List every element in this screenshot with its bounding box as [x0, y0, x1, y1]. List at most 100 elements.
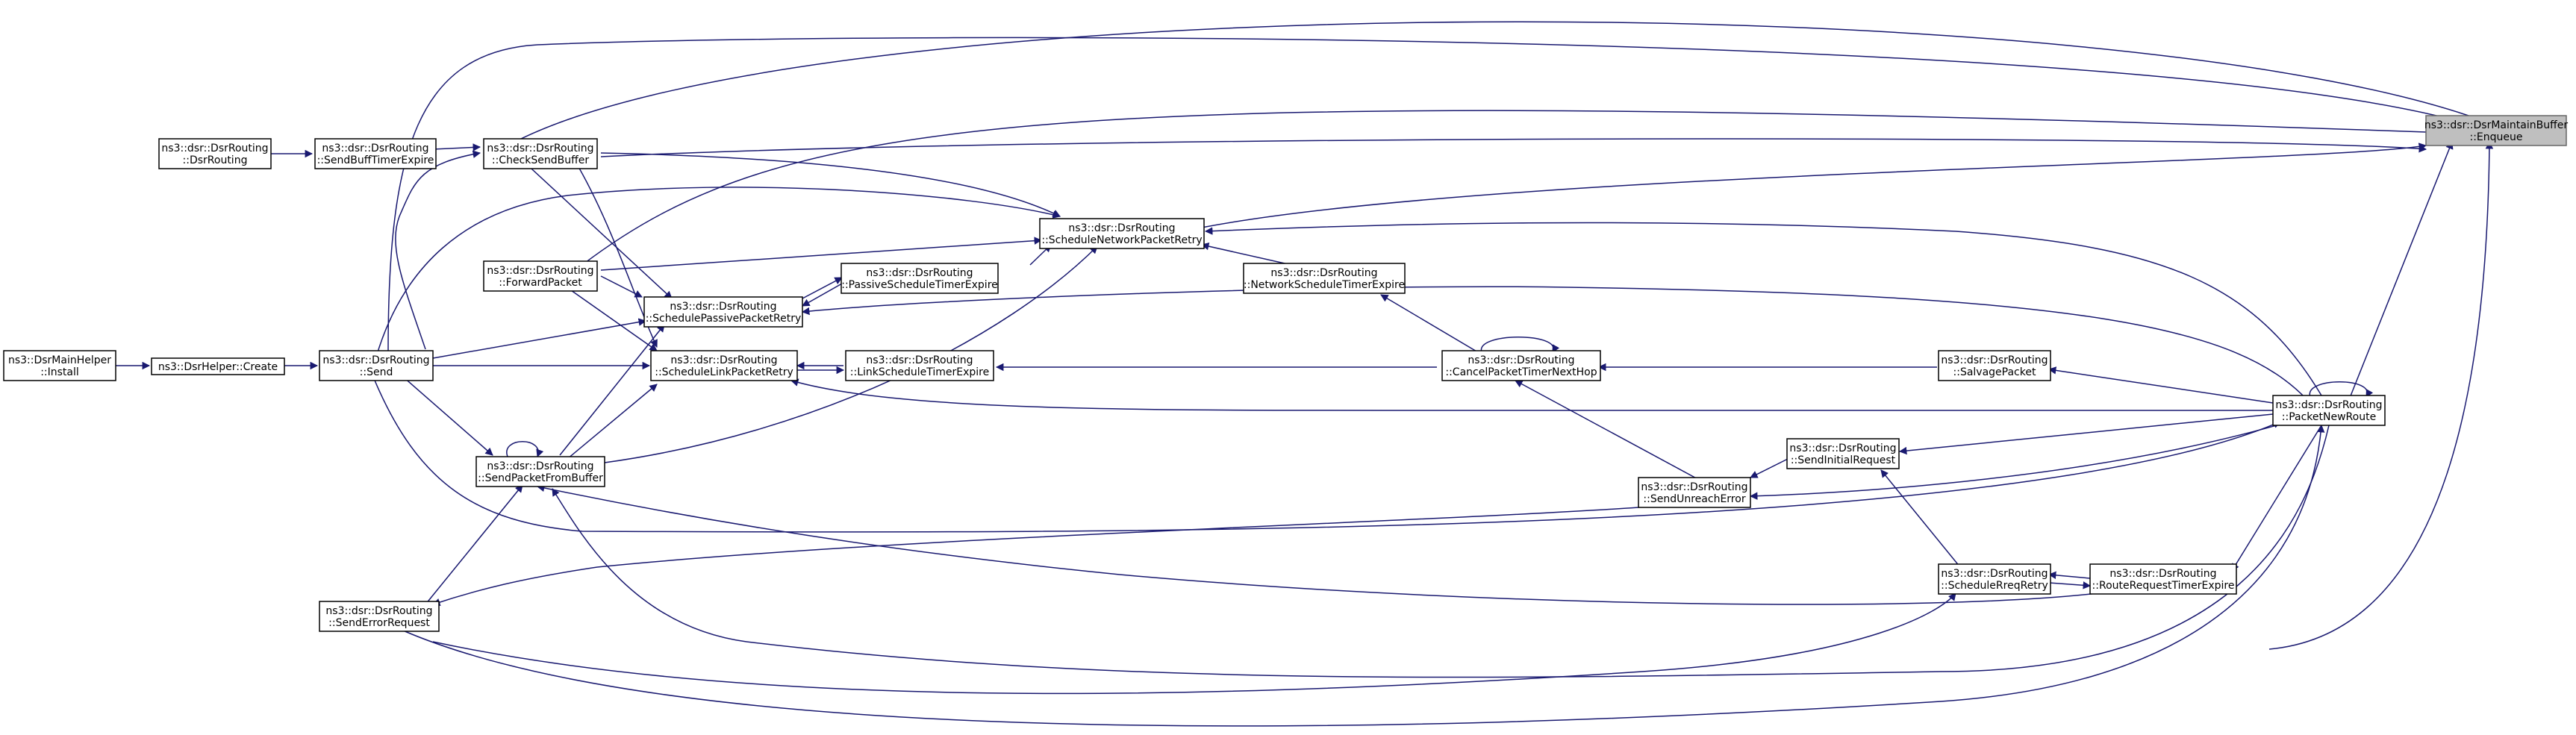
node-label-line: ns3::dsr::DsrMaintainBuffer	[2424, 119, 2568, 131]
node-install[interactable]: ns3::DsrMainHelper::Install	[3, 350, 116, 381]
edge-sendbufftimerexpire-to-checksendbuffer	[432, 143, 481, 151]
node-label-line: ns3::DsrMainHelper	[8, 354, 111, 366]
node-label-line: ns3::dsr::DsrRouting	[487, 143, 593, 154]
edge-forwardpacket-to-schedulelinkpacketretry	[555, 279, 658, 351]
edge-checksendbuffer-to-schedulepassivepacketretry	[522, 160, 673, 299]
node-label-line: ::CancelPacketTimerNextHop	[1445, 366, 1597, 378]
node-label-line: ::SendPacketFromBuffer	[478, 472, 603, 484]
node-label-line: ::ScheduleRreqRetry	[1941, 580, 2048, 592]
node-dsrrouting[interactable]: ns3::dsr::DsrRouting::DsrRouting	[158, 138, 272, 169]
edge-routerequesttimerexpire-to-schedulerreqretry	[2048, 571, 2091, 580]
edge-checksendbuffer-to-enqueue	[514, 21, 2490, 143]
node-box	[1243, 263, 1406, 294]
node-label-line: ::ScheduleLinkPacketRetry	[655, 366, 793, 378]
node-sendinitialrequest[interactable]: ns3::dsr::DsrRouting::SendInitialRequest	[1786, 438, 1900, 469]
node-label-line: ::Send	[360, 366, 393, 378]
node-box	[1786, 438, 1900, 469]
node-enqueue[interactable]: ns3::dsr::DsrMaintainBuffer::Enqueue	[2424, 115, 2568, 146]
node-label-line: ::RouteRequestTimerExpire	[2092, 580, 2235, 592]
node-box	[1938, 563, 2051, 595]
node-box	[2272, 395, 2386, 426]
edge-forwardpacket-to-schedulenetworkpacketretry	[600, 237, 1043, 271]
node-label-line: ns3::dsr::DsrRouting	[670, 301, 776, 313]
node-box	[483, 138, 598, 169]
edge-send-to-packetnewroute	[372, 376, 2281, 533]
edge-senderrorrequest-to-packetnewroute	[402, 424, 2325, 727]
node-sendpacketfrombuffer[interactable]: ns3::dsr::DsrRouting::SendPacketFromBuff…	[475, 456, 605, 487]
edge-senderrorrequest-to-enqueue	[2268, 140, 2494, 650]
node-box	[319, 601, 440, 632]
edge-packetnewroute-to-sendinitialrequest	[1898, 413, 2274, 455]
edge-senderrorrequest-to-sendpacketfrombuffer	[425, 484, 523, 605]
node-networkscheduletimerexpire[interactable]: ns3::dsr::DsrRouting::NetworkScheduleTim…	[1243, 263, 1406, 294]
node-label-line: ns3::dsr::DsrRouting	[2109, 568, 2216, 580]
node-label-line: ns3::dsr::DsrRouting	[1789, 442, 1896, 454]
node-label-line: ::SendUnreachError	[1643, 493, 1745, 505]
node-label-line: ns3::dsr::DsrRouting	[1941, 568, 2048, 580]
node-label-line: ::SendInitialRequest	[1791, 454, 1896, 466]
edge-sendinitialrequest-to-sendunreacherror	[1750, 458, 1788, 478]
node-salvagepacket[interactable]: ns3::dsr::DsrRouting::SalvagePacket	[1938, 350, 2051, 381]
node-label-line: ::SalvagePacket	[1953, 366, 2036, 378]
node-label-line: ::SendBuffTimerExpire	[317, 154, 434, 166]
node-box	[475, 456, 605, 487]
edge-senderrorrequest-to-schedulerreqretry	[432, 592, 1956, 695]
node-box	[1441, 350, 1601, 381]
node-label-line: ::NetworkScheduleTimerExpire	[1244, 279, 1405, 291]
edge-sendunreacherror-to-cancelpackettimernexthop	[1515, 380, 1703, 482]
node-routerequesttimerexpire[interactable]: ns3::dsr::DsrRouting::RouteRequestTimerE…	[2089, 563, 2237, 595]
node-schedulerreqretry[interactable]: ns3::dsr::DsrRouting::ScheduleRreqRetry	[1938, 563, 2051, 595]
edge-sendpacketfrombuffer-to-schedulepassivepacketretry	[559, 324, 665, 456]
edge-packetnewroute-to-routerequesttimerexpire	[2231, 425, 2322, 572]
node-label-line: ::DsrRouting	[183, 154, 248, 166]
node-label-line: ns3::dsr::DsrRouting	[1068, 222, 1175, 234]
node-label-line: ns3::dsr::DsrRouting	[487, 265, 593, 277]
edge-checksendbuffer-to-schedulenetworkpacketretry	[600, 152, 1061, 217]
edge-sendunreacherror-to-senderrorrequest	[432, 507, 1639, 606]
edge-forwardpacket-to-schedulepassivepacketretry	[600, 275, 643, 298]
edge-packetnewroute-to-schedulelinkpacketretry	[790, 378, 2277, 411]
node-schedulepassivepacketretry[interactable]: ns3::dsr::DsrRouting::SchedulePassivePac…	[643, 296, 803, 328]
node-packetnewroute[interactable]: ns3::dsr::DsrRouting::PacketNewRoute	[2272, 395, 2386, 426]
node-passivescheduletimerexpire[interactable]: ns3::dsr::DsrRouting::PassiveScheduleTim…	[841, 263, 999, 294]
node-label-line: ::PacketNewRoute	[2282, 411, 2376, 423]
node-label-line: ns3::dsr::DsrRouting	[1941, 354, 2048, 366]
node-box	[845, 350, 994, 381]
node-box	[2425, 115, 2567, 146]
node-senderrorrequest[interactable]: ns3::dsr::DsrRouting::SendErrorRequest	[319, 601, 440, 632]
node-create[interactable]: ns3::DsrHelper::Create	[151, 357, 285, 375]
node-linkscheduletimerexpire[interactable]: ns3::dsr::DsrRouting::LinkScheduleTimerE…	[845, 350, 994, 381]
node-box	[151, 357, 285, 375]
node-box	[483, 260, 598, 292]
node-box	[841, 263, 999, 294]
edge-passivescheduletimerexpire-to-schedulepassivepacketretry	[802, 283, 843, 307]
node-box	[1938, 350, 2051, 381]
node-forwardpacket[interactable]: ns3::dsr::DsrRouting::ForwardPacket	[483, 260, 598, 292]
edge-send-to-sendpacketfrombuffer	[402, 376, 493, 456]
edge-networkscheduletimerexpire-to-schedulenetworkpacketretry	[1200, 242, 1292, 266]
node-label-line: ns3::dsr::DsrRouting	[161, 143, 268, 154]
edge-send-to-enqueue	[387, 37, 2490, 351]
node-cancelpackettimernexthop[interactable]: ns3::dsr::DsrRouting::CancelPacketTimerN…	[1441, 350, 1601, 381]
node-label-line: ns3::dsr::DsrRouting	[1641, 481, 1747, 493]
edge-send-to-schedulenetworkpacketretry	[376, 187, 1061, 355]
edge-packetnewroute-to-schedulepassivepacketretry	[801, 286, 2307, 400]
node-send[interactable]: ns3::dsr::DsrRouting::Send	[319, 350, 434, 381]
edge-sendpacketfrombuffer-to-enqueue	[600, 138, 2427, 157]
node-label-line: ns3::DsrHelper::Create	[158, 361, 278, 373]
edge-forwardpacket-to-enqueue	[581, 110, 2491, 266]
edge-packetnewroute-to-enqueue	[2349, 141, 2454, 398]
node-box	[2089, 563, 2237, 595]
nodes-layer: ns3::dsr::DsrMaintainBuffer::Enqueuens3:…	[3, 115, 2568, 632]
node-sendunreacherror[interactable]: ns3::dsr::DsrRouting::SendUnreachError	[1638, 477, 1751, 508]
edge-cancelpackettimernexthop-self	[1481, 337, 1560, 353]
node-sendbufftimerexpire[interactable]: ns3::dsr::DsrRouting::SendBuffTimerExpir…	[314, 138, 437, 169]
node-schedulelinkpacketretry[interactable]: ns3::dsr::DsrRouting::ScheduleLinkPacket…	[650, 350, 798, 381]
node-schedulenetworkpacketretry[interactable]: ns3::dsr::DsrRouting::ScheduleNetworkPac…	[1039, 218, 1205, 249]
node-checksendbuffer[interactable]: ns3::dsr::DsrRouting::CheckSendBuffer	[483, 138, 598, 169]
node-label-line: ns3::dsr::DsrRouting	[325, 605, 432, 617]
edge-schedulepassivepacketretry-to-passivescheduletimerexpire	[802, 277, 843, 299]
node-label-line: ns3::dsr::DsrRouting	[322, 143, 428, 154]
edge-sendpacketfrombuffer-to-schedulelinkpacketretry	[567, 384, 658, 460]
